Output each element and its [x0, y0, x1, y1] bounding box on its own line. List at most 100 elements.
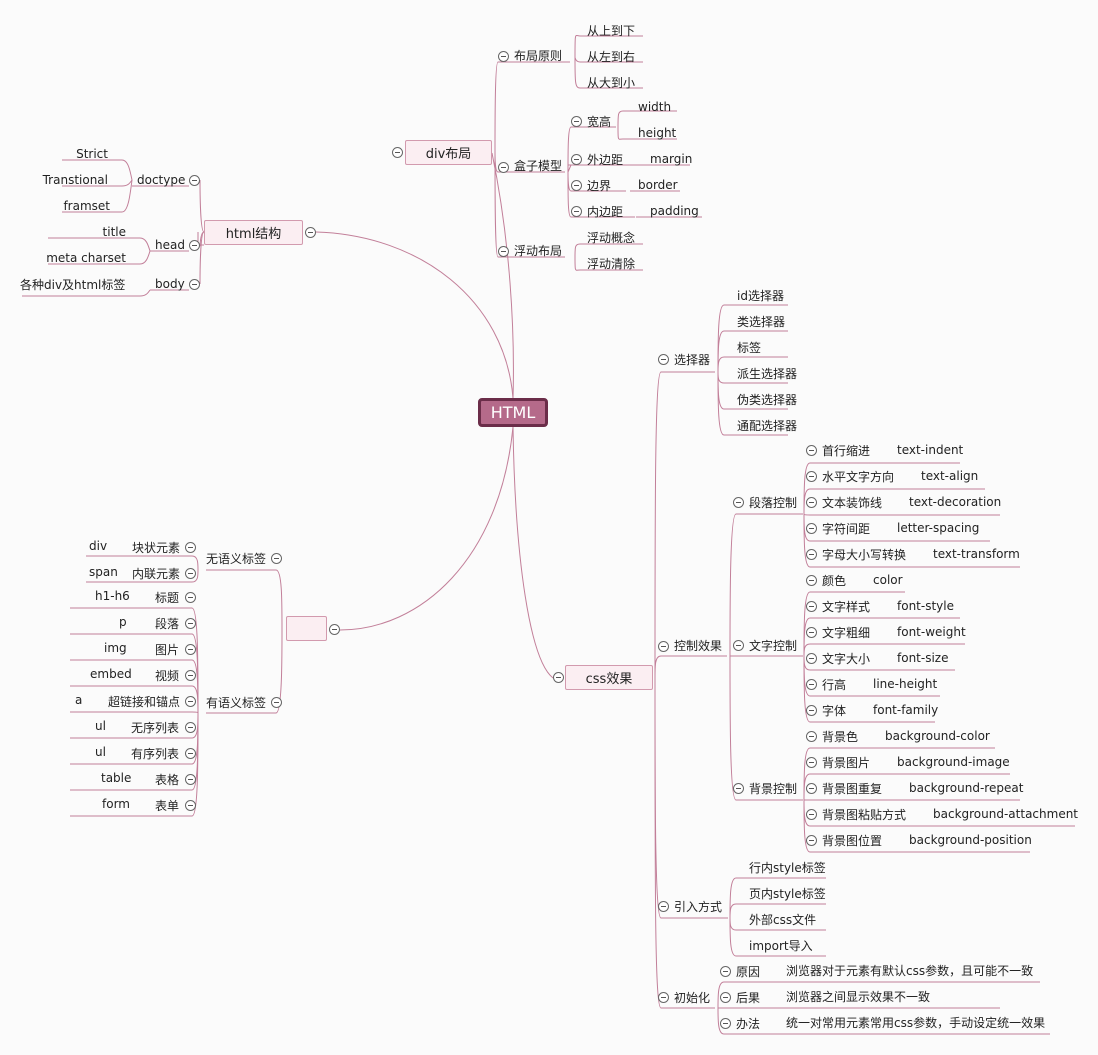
leaf-selector[interactable]: 派生选择器	[737, 367, 798, 381]
collapse-icon[interactable]	[189, 175, 200, 186]
node-property-name[interactable]: 文本装饰线	[822, 496, 883, 510]
collapse-icon[interactable]	[329, 624, 340, 635]
leaf-tag-name[interactable]: form	[102, 797, 130, 811]
collapse-icon[interactable]	[553, 672, 564, 683]
leaf-framset[interactable]: framset	[63, 199, 110, 213]
collapse-icon[interactable]	[658, 354, 669, 365]
leaf-border[interactable]: border	[638, 178, 678, 192]
collapse-icon[interactable]	[733, 497, 744, 508]
collapse-icon[interactable]	[571, 154, 582, 165]
node-property-name[interactable]: 背景图粘贴方式	[822, 808, 907, 822]
node-init-key[interactable]: 后果	[736, 991, 761, 1005]
node-property-name[interactable]: 行高	[822, 678, 847, 692]
leaf-property-value[interactable]: line-height	[873, 677, 938, 691]
leaf-property-value[interactable]: background-repeat	[909, 781, 1024, 795]
node-init-key[interactable]: 原因	[736, 965, 761, 979]
node-tag-desc[interactable]: 块状元素	[132, 541, 181, 555]
leaf-import-method[interactable]: 行内style标签	[749, 861, 826, 875]
leaf-tags[interactable]: 各种div及html标签	[20, 278, 126, 292]
node-property-name[interactable]: 颜色	[822, 574, 847, 588]
node-property-name[interactable]: 首行缩进	[822, 444, 871, 458]
node-tag-desc[interactable]: 无序列表	[131, 721, 180, 735]
leaf-height[interactable]: height	[638, 126, 677, 140]
collapse-icon[interactable]	[733, 640, 744, 651]
leaf-selector[interactable]: 类选择器	[737, 315, 786, 329]
leaf-property-value[interactable]: text-transform	[933, 547, 1020, 561]
collapse-icon[interactable]	[806, 809, 817, 820]
collapse-icon[interactable]	[498, 51, 509, 62]
collapse-icon[interactable]	[806, 653, 817, 664]
node-tag-desc[interactable]: 标题	[155, 591, 180, 605]
leaf-tag-name[interactable]: h1-h6	[95, 589, 130, 603]
leaf-selector[interactable]: 标签	[737, 341, 762, 355]
collapse-icon[interactable]	[185, 800, 196, 811]
node-padding[interactable]: 内边距	[587, 205, 624, 219]
node-property-name[interactable]: 背景色	[822, 730, 859, 744]
collapse-icon[interactable]	[271, 697, 282, 708]
collapse-icon[interactable]	[658, 901, 669, 912]
collapse-icon[interactable]	[271, 553, 282, 564]
node-nonsemantic-tags[interactable]: 无语义标签	[206, 552, 267, 566]
leaf-tag-name[interactable]: span	[89, 565, 118, 579]
node-tag-desc[interactable]: 有序列表	[131, 747, 180, 761]
collapse-icon[interactable]	[806, 835, 817, 846]
collapse-icon[interactable]	[720, 966, 731, 977]
leaf-meta-charset[interactable]: meta charset	[46, 251, 126, 265]
collapse-icon[interactable]	[720, 992, 731, 1003]
leaf-property-value[interactable]: font-size	[897, 651, 949, 665]
collapse-icon[interactable]	[806, 575, 817, 586]
node-property-name[interactable]: 文字样式	[822, 600, 871, 614]
leaf-init-value[interactable]: 浏览器之间显示效果不一致	[786, 990, 931, 1004]
node-property-name[interactable]: 字符间距	[822, 522, 871, 536]
leaf-tag-name[interactable]: a	[75, 693, 83, 707]
node-property-name[interactable]: 背景图重复	[822, 782, 883, 796]
leaf-float-concept[interactable]: 浮动概念	[587, 231, 636, 245]
collapse-icon[interactable]	[658, 641, 669, 652]
node-doctype[interactable]: doctype	[137, 173, 186, 187]
node-paragraph-control[interactable]: 段落控制	[749, 496, 798, 510]
node-property-name[interactable]: 字体	[822, 704, 847, 718]
collapse-icon[interactable]	[185, 774, 196, 785]
node-property-name[interactable]: 文字粗细	[822, 626, 871, 640]
leaf-property-value[interactable]: background-position	[909, 833, 1032, 847]
topic-html-structure[interactable]: html结构	[204, 220, 303, 245]
leaf-import-method[interactable]: 外部css文件	[749, 913, 817, 927]
collapse-icon[interactable]	[185, 748, 196, 759]
topic-css-effects[interactable]: css效果	[565, 665, 653, 690]
node-width-height[interactable]: 宽高	[587, 115, 612, 129]
collapse-icon[interactable]	[571, 116, 582, 127]
node-property-name[interactable]: 字母大小写转换	[822, 548, 907, 562]
leaf-init-value[interactable]: 统一对常用元素常用css参数，手动设定统一效果	[786, 1016, 1046, 1030]
collapse-icon[interactable]	[185, 568, 196, 579]
collapse-icon[interactable]	[733, 783, 744, 794]
collapse-icon[interactable]	[806, 627, 817, 638]
node-layout-principle[interactable]: 布局原则	[514, 49, 563, 63]
leaf-title[interactable]: title	[102, 225, 126, 239]
leaf-import-method[interactable]: import导入	[749, 939, 813, 953]
collapse-icon[interactable]	[185, 644, 196, 655]
node-tag-desc[interactable]: 表格	[155, 773, 180, 787]
collapse-icon[interactable]	[185, 618, 196, 629]
node-border[interactable]: 边界	[587, 179, 612, 193]
collapse-icon[interactable]	[571, 180, 582, 191]
node-semantic-tags[interactable]: 有语义标签	[206, 696, 267, 710]
node-text-control[interactable]: 文字控制	[749, 639, 798, 653]
collapse-icon[interactable]	[658, 992, 669, 1003]
leaf-property-value[interactable]: font-weight	[897, 625, 966, 639]
leaf-width[interactable]: width	[638, 100, 672, 114]
collapse-icon[interactable]	[392, 147, 403, 158]
collapse-icon[interactable]	[806, 523, 817, 534]
collapse-icon[interactable]	[189, 279, 200, 290]
leaf-tag-name[interactable]: div	[89, 539, 108, 553]
leaf-float-clear[interactable]: 浮动清除	[587, 257, 636, 271]
leaf-selector[interactable]: 伪类选择器	[737, 393, 798, 407]
leaf-left-right[interactable]: 从左到右	[587, 50, 636, 64]
collapse-icon[interactable]	[806, 471, 817, 482]
node-body[interactable]: body	[155, 277, 185, 291]
leaf-property-value[interactable]: background-attachment	[933, 807, 1079, 821]
node-initialization[interactable]: 初始化	[674, 991, 711, 1005]
leaf-strict[interactable]: Strict	[76, 147, 108, 161]
collapse-icon[interactable]	[498, 162, 509, 173]
node-tag-desc[interactable]: 内联元素	[132, 567, 181, 581]
node-property-name[interactable]: 水平文字方向	[822, 470, 895, 484]
